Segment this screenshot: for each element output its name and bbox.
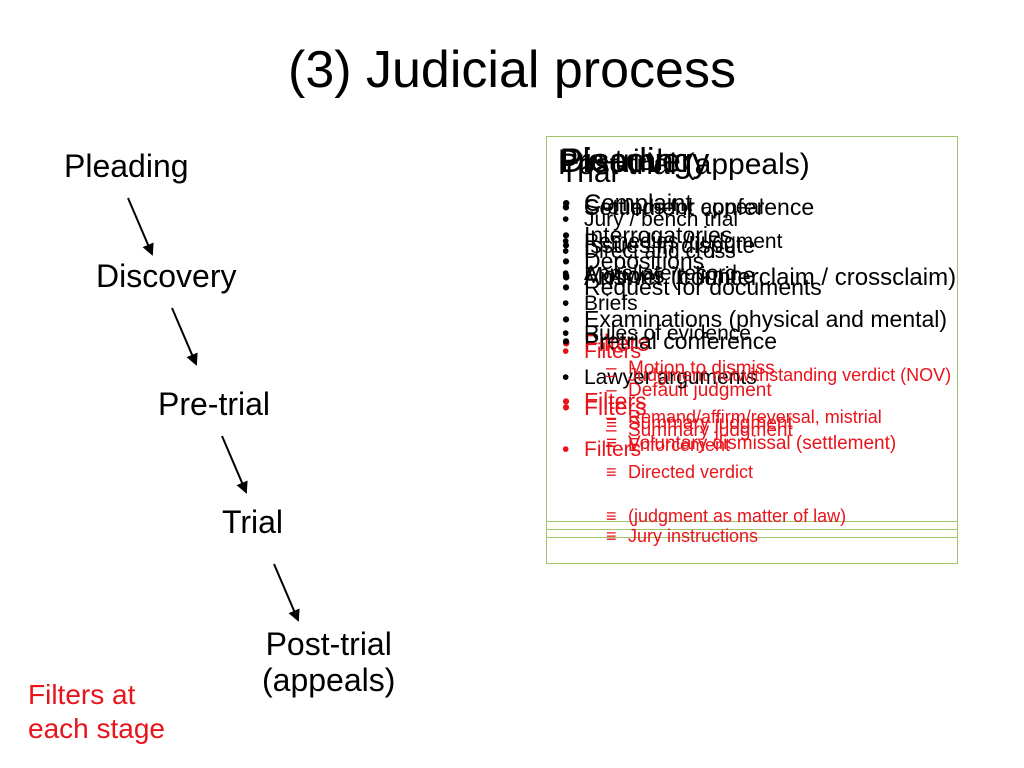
filters-list: Judgment notwithstanding verdict (NOV) R… <box>584 364 951 456</box>
filters-note: Filters at each stage <box>28 678 165 746</box>
stage-posttrial: Post-trial (appeals) <box>262 626 395 698</box>
stage-posttrial-line2: (appeals) <box>262 662 396 698</box>
list-item: Remand/affirm/reversal, mistrial <box>584 406 951 428</box>
stage-discovery: Discovery <box>96 258 237 294</box>
filters-note-line1: Filters at <box>28 679 136 710</box>
stage-pretrial: Pre-trial <box>158 386 271 422</box>
filters-list: Directed verdict (judgment as matter of … <box>584 462 846 546</box>
list-item: Briefs <box>546 292 951 316</box>
stage-pleading: Pleading <box>64 148 189 184</box>
panel-pretrial-title: Pre-trial <box>558 144 664 177</box>
stage-posttrial-line1: Post-trial <box>265 626 392 662</box>
filters-note-line2: each stage <box>28 713 165 744</box>
arrow-pleading-to-discovery <box>127 197 154 256</box>
panel-trial-title: Trial <box>560 156 618 189</box>
arrow-trial-to-posttrial <box>273 563 300 622</box>
panel-posttrial-filters: Filters Judgment notwithstanding verdict… <box>546 340 951 456</box>
arrow-discovery-to-pretrial <box>171 307 198 366</box>
list-item: Remedies / judgment <box>546 230 951 254</box>
filters-label: Filters <box>584 340 642 363</box>
list-item: Appellate record <box>546 262 951 286</box>
list-item: Grounds for appeal <box>546 196 951 220</box>
list-item: Jury instructions <box>584 526 846 546</box>
stage-trial: Trial <box>222 504 284 540</box>
slide-title: (3) Judicial process <box>288 41 736 99</box>
panel-posttrial-title: Post-trial (appeals) <box>558 148 810 181</box>
list-item: (judgment as matter of law) <box>584 506 846 526</box>
arrow-pretrial-to-trial <box>221 435 248 494</box>
list-item: Judgment notwithstanding verdict (NOV) <box>584 364 951 386</box>
list-item: Directed verdict <box>584 462 846 482</box>
panel-pleading-title: Pleading <box>560 142 693 180</box>
panel-discovery-title: Discovery <box>560 142 710 180</box>
panel-posttrial-list: Grounds for appeal Remedies / judgment A… <box>546 196 951 456</box>
list-item: Enforcement <box>584 434 951 456</box>
